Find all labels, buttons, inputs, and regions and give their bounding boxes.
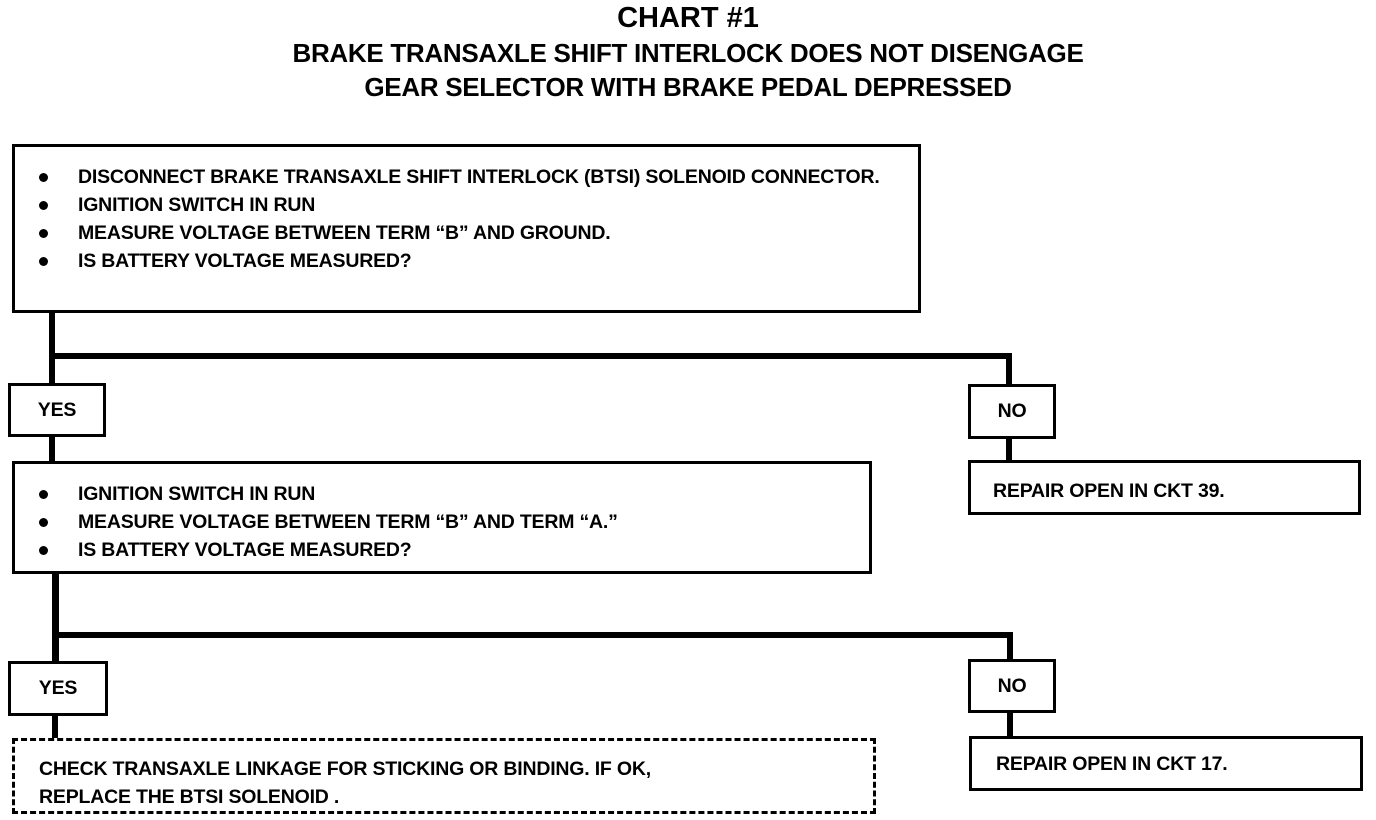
step1-item: DISCONNECT BRAKE TRANSAXLE SHIFT INTERLO…: [27, 163, 906, 191]
step1-list: DISCONNECT BRAKE TRANSAXLE SHIFT INTERLO…: [27, 163, 906, 275]
step1-item: MEASURE VOLTAGE BETWEEN TERM “B” AND GRO…: [27, 219, 906, 247]
connector-branch2-no-drop: [1007, 632, 1013, 662]
yes-label-box-2: YES: [8, 661, 108, 716]
connector-no2-to-result: [1007, 710, 1013, 738]
check-linkage-box: CHECK TRANSAXLE LINKAGE FOR STICKING OR …: [12, 738, 876, 814]
yes-label: YES: [37, 398, 77, 421]
step2-item: MEASURE VOLTAGE BETWEEN TERM “B” AND TER…: [27, 508, 857, 536]
repair-ckt-39-box: REPAIR OPEN IN CKT 39.: [968, 460, 1361, 515]
step2-item: IGNITION SWITCH IN RUN: [27, 480, 857, 508]
chart-subtitle-line-2: GEAR SELECTOR WITH BRAKE PEDAL DEPRESSED: [364, 72, 1012, 102]
connector-branch1-horizontal: [49, 353, 1012, 359]
connector-step1-trunk: [49, 310, 55, 386]
yes-label: YES: [38, 677, 78, 699]
repair-ckt-17-box: REPAIR OPEN IN CKT 17.: [969, 736, 1363, 791]
chart-subtitle-line-1: BRAKE TRANSAXLE SHIFT INTERLOCK DOES NOT…: [292, 38, 1084, 68]
connector-branch1-no-drop: [1006, 353, 1012, 386]
connector-branch2-horizontal: [52, 632, 1013, 638]
repair-ckt-39-text: REPAIR OPEN IN CKT 39.: [993, 480, 1225, 502]
step2-box: IGNITION SWITCH IN RUN MEASURE VOLTAGE B…: [12, 461, 872, 574]
connector-step2-trunk: [52, 571, 59, 664]
step1-box: DISCONNECT BRAKE TRANSAXLE SHIFT INTERLO…: [12, 144, 921, 313]
step2-list: IGNITION SWITCH IN RUN MEASURE VOLTAGE B…: [27, 480, 857, 564]
no-label-box-1: NO: [968, 384, 1056, 439]
step1-item: IS BATTERY VOLTAGE MEASURED?: [27, 247, 906, 275]
step2-item: IS BATTERY VOLTAGE MEASURED?: [27, 536, 857, 564]
no-label: NO: [997, 400, 1027, 422]
no-label-box-2: NO: [968, 659, 1056, 713]
connector-yes2-to-result: [52, 713, 58, 741]
chart-title: CHART #1: [617, 2, 759, 34]
step1-item: IGNITION SWITCH IN RUN: [27, 191, 906, 219]
check-linkage-text-line-2: REPLACE THE BTSI SOLENOID .: [39, 786, 340, 808]
check-linkage-text-line-1: CHECK TRANSAXLE LINKAGE FOR STICKING OR …: [39, 758, 651, 780]
connector-yes1-to-step2: [49, 434, 55, 464]
yes-label-box-1: YES: [8, 383, 106, 437]
no-label: NO: [997, 674, 1027, 697]
repair-ckt-17-text: REPAIR OPEN IN CKT 17.: [996, 753, 1228, 775]
connector-no1-to-result: [1006, 436, 1012, 463]
